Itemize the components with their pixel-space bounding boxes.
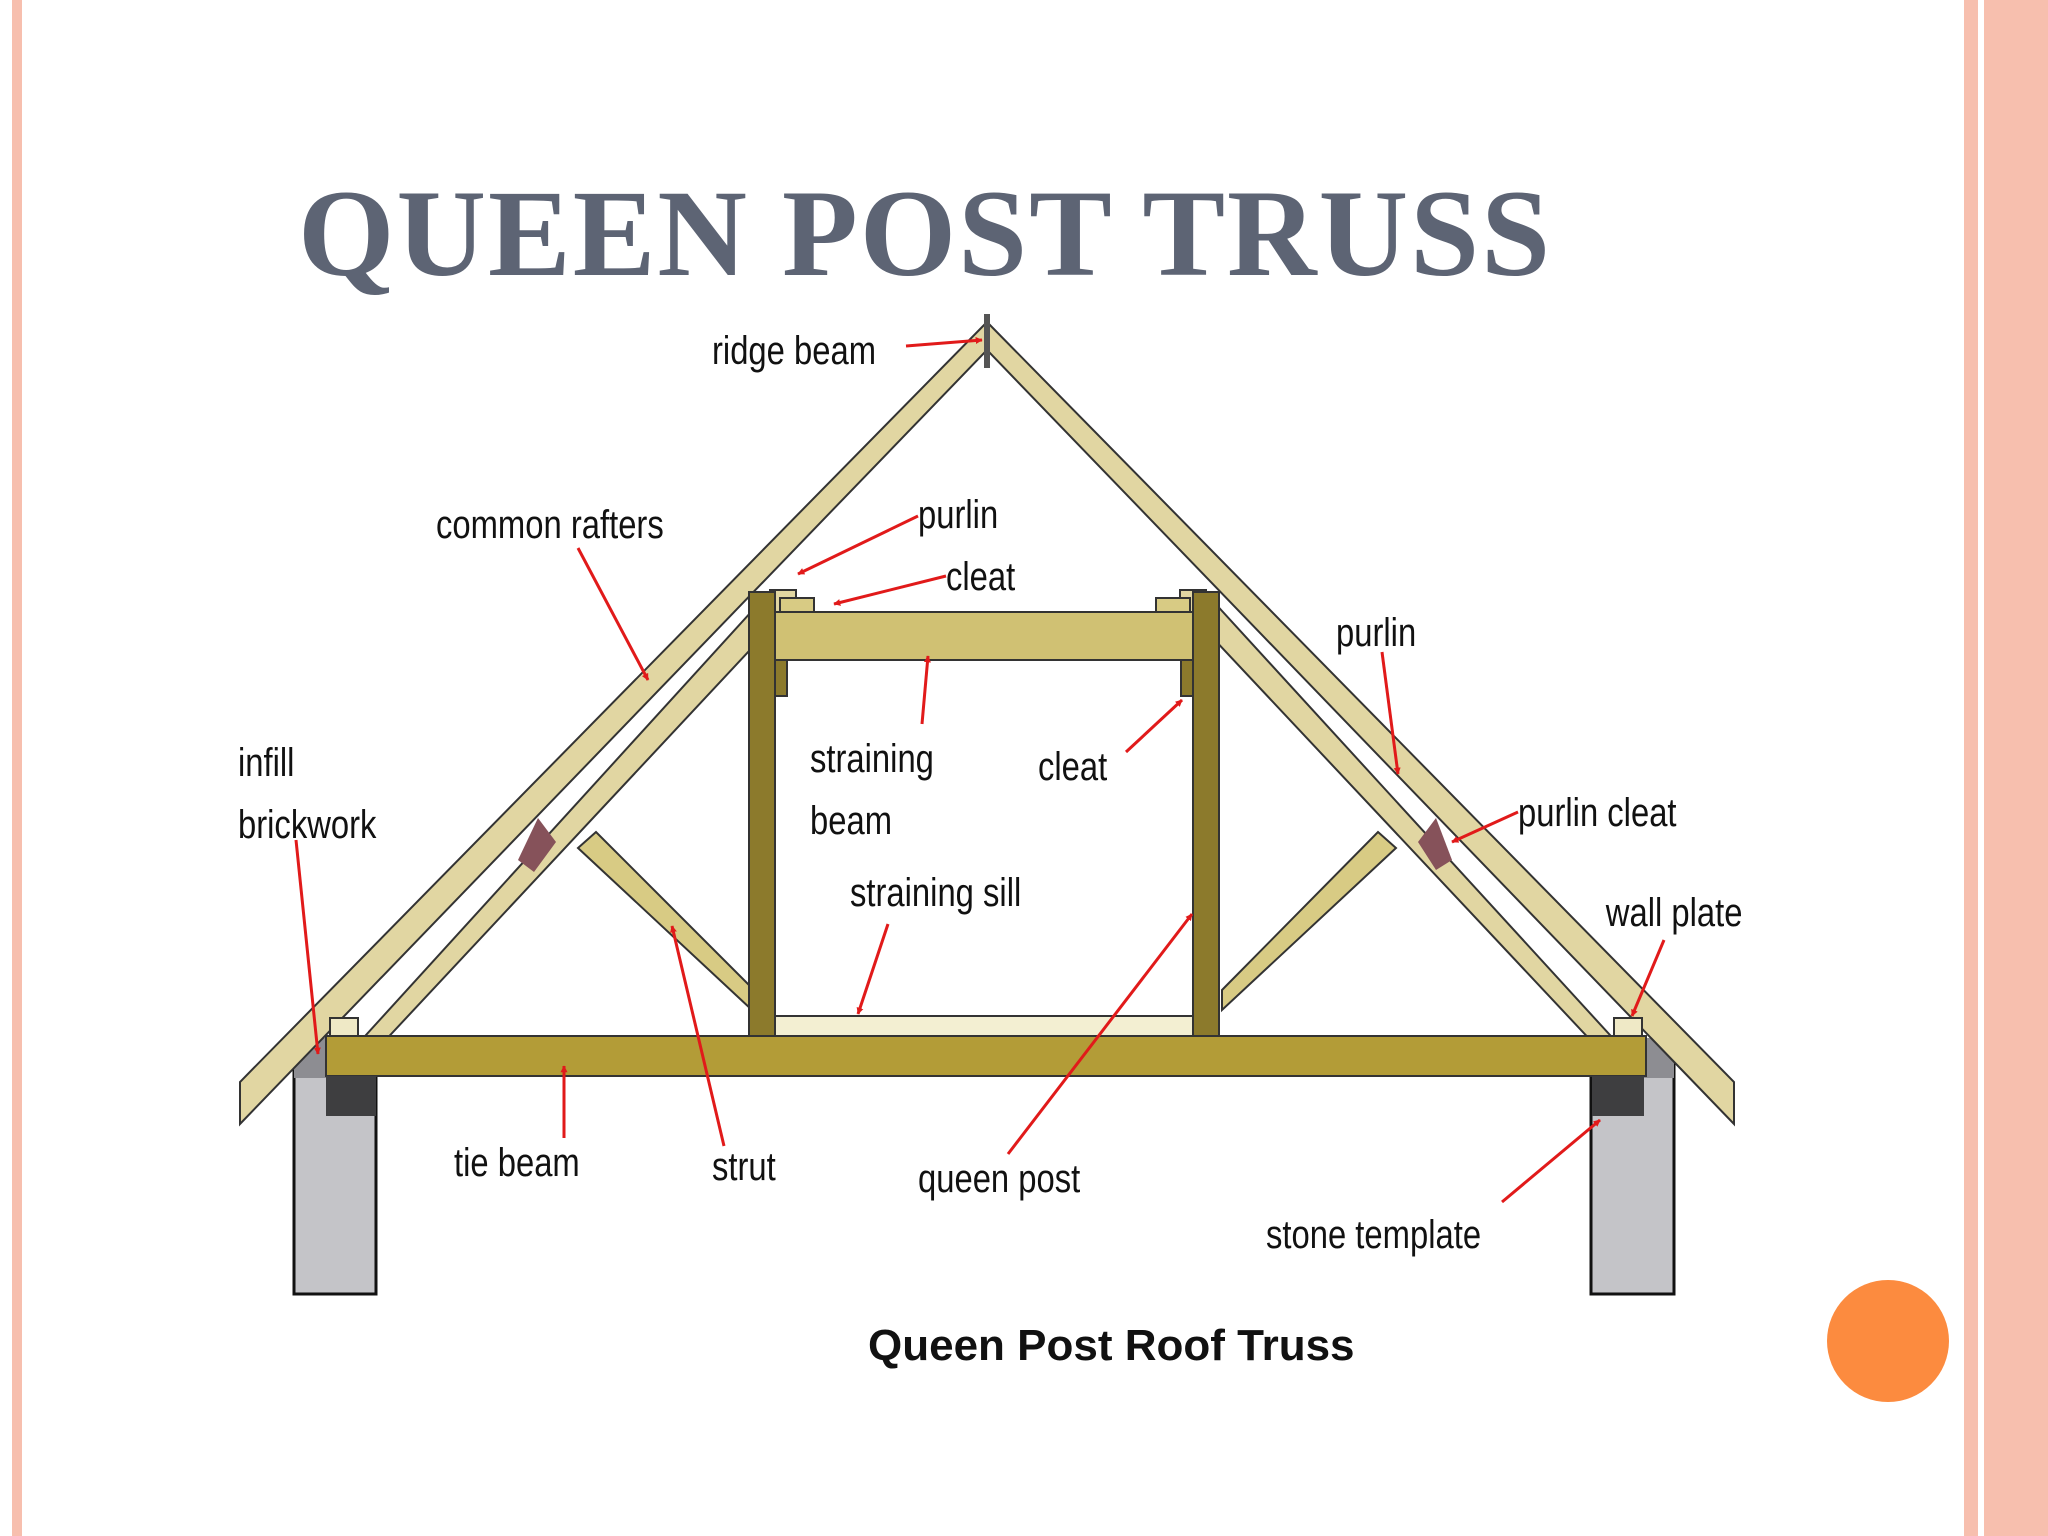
label-queen-post: queen post: [918, 1156, 1080, 1201]
label-stone-template: stone template: [1266, 1212, 1481, 1257]
right-purlin-cleat: [1418, 818, 1452, 870]
right-common-rafter: [986, 319, 1735, 1127]
label-common-rafters: common rafters: [436, 502, 664, 547]
queen-post-arrow: [1006, 913, 1194, 1155]
straining-beam: [774, 611, 1194, 661]
straining-beam-arrow: [920, 655, 931, 725]
left-queen-post: [748, 591, 776, 1037]
right-stone-template: [1592, 1076, 1644, 1116]
right-top-cleat: [1155, 597, 1191, 613]
diagram-caption: Queen Post Roof Truss: [868, 1321, 1355, 1370]
left-top-cleat: [779, 597, 815, 613]
left-stone-template: [326, 1076, 376, 1116]
purlin-top-arrow: [797, 514, 919, 576]
label-infill-line1: infill: [238, 740, 294, 785]
left-purlin-cleat: [518, 818, 556, 872]
right-strut: [1221, 830, 1398, 1013]
slide-title: QUEEN POST TRUSS: [298, 165, 1553, 302]
label-purlin-cleat: purlin cleat: [1518, 790, 1677, 835]
label-straining-beam-line1: straining: [810, 736, 934, 781]
right-side-cleat: [1180, 655, 1194, 697]
cleat-top-arrow: [833, 574, 947, 606]
purlin-right-arrow: [1380, 651, 1401, 775]
label-cleat-mid: cleat: [1038, 744, 1107, 789]
right-border-stripes: [1958, 0, 2048, 1536]
right-queen-post: [1192, 591, 1220, 1037]
label-cleat-top: cleat: [946, 554, 1015, 599]
label-straining-sill: straining sill: [850, 870, 1021, 915]
label-ridge-beam: ridge beam: [712, 328, 876, 373]
straining-sill: [774, 1015, 1194, 1037]
common-rafters: [239, 314, 1735, 1127]
left-border-stripe: [12, 0, 22, 1536]
straining-members: [774, 611, 1194, 1037]
infill-brickwork-arrow: [294, 839, 321, 1055]
label-wall-plate: wall plate: [1605, 890, 1743, 935]
strut-arrow: [670, 925, 726, 1147]
annotation-arrows: [294, 337, 1666, 1204]
stone-template-arrow: [1501, 1118, 1601, 1204]
ridge-beam-arrow: [905, 337, 983, 348]
label-purlin-top: purlin: [918, 492, 998, 537]
straining-sill-arrow: [856, 923, 890, 1015]
label-straining-beam-line2: beam: [810, 798, 892, 843]
queen-posts: [748, 591, 1220, 1037]
struts: [576, 830, 1398, 1013]
label-tie-beam: tie beam: [454, 1140, 580, 1185]
label-infill-line2: brickwork: [238, 802, 377, 847]
label-strut: strut: [712, 1144, 776, 1189]
common-rafters-arrow: [576, 547, 650, 681]
orange-accent-dot: [1827, 1280, 1949, 1402]
tie-beam: [325, 1035, 1647, 1077]
cleat-mid-arrow: [1124, 698, 1184, 754]
purlin-cleat-arrow: [1451, 810, 1519, 844]
label-purlin-right: purlin: [1336, 610, 1416, 655]
left-principal-rafter: [353, 598, 780, 1047]
diagram-labels: ridge beam common rafters purlin cleat p…: [238, 328, 1742, 1370]
wall-plate-arrow: [1630, 939, 1666, 1017]
left-strut: [576, 830, 756, 1013]
principal-rafters: [353, 598, 1623, 1047]
bearing-members: [325, 1017, 1647, 1116]
left-common-rafter: [239, 319, 988, 1127]
left-side-cleat: [774, 655, 788, 697]
